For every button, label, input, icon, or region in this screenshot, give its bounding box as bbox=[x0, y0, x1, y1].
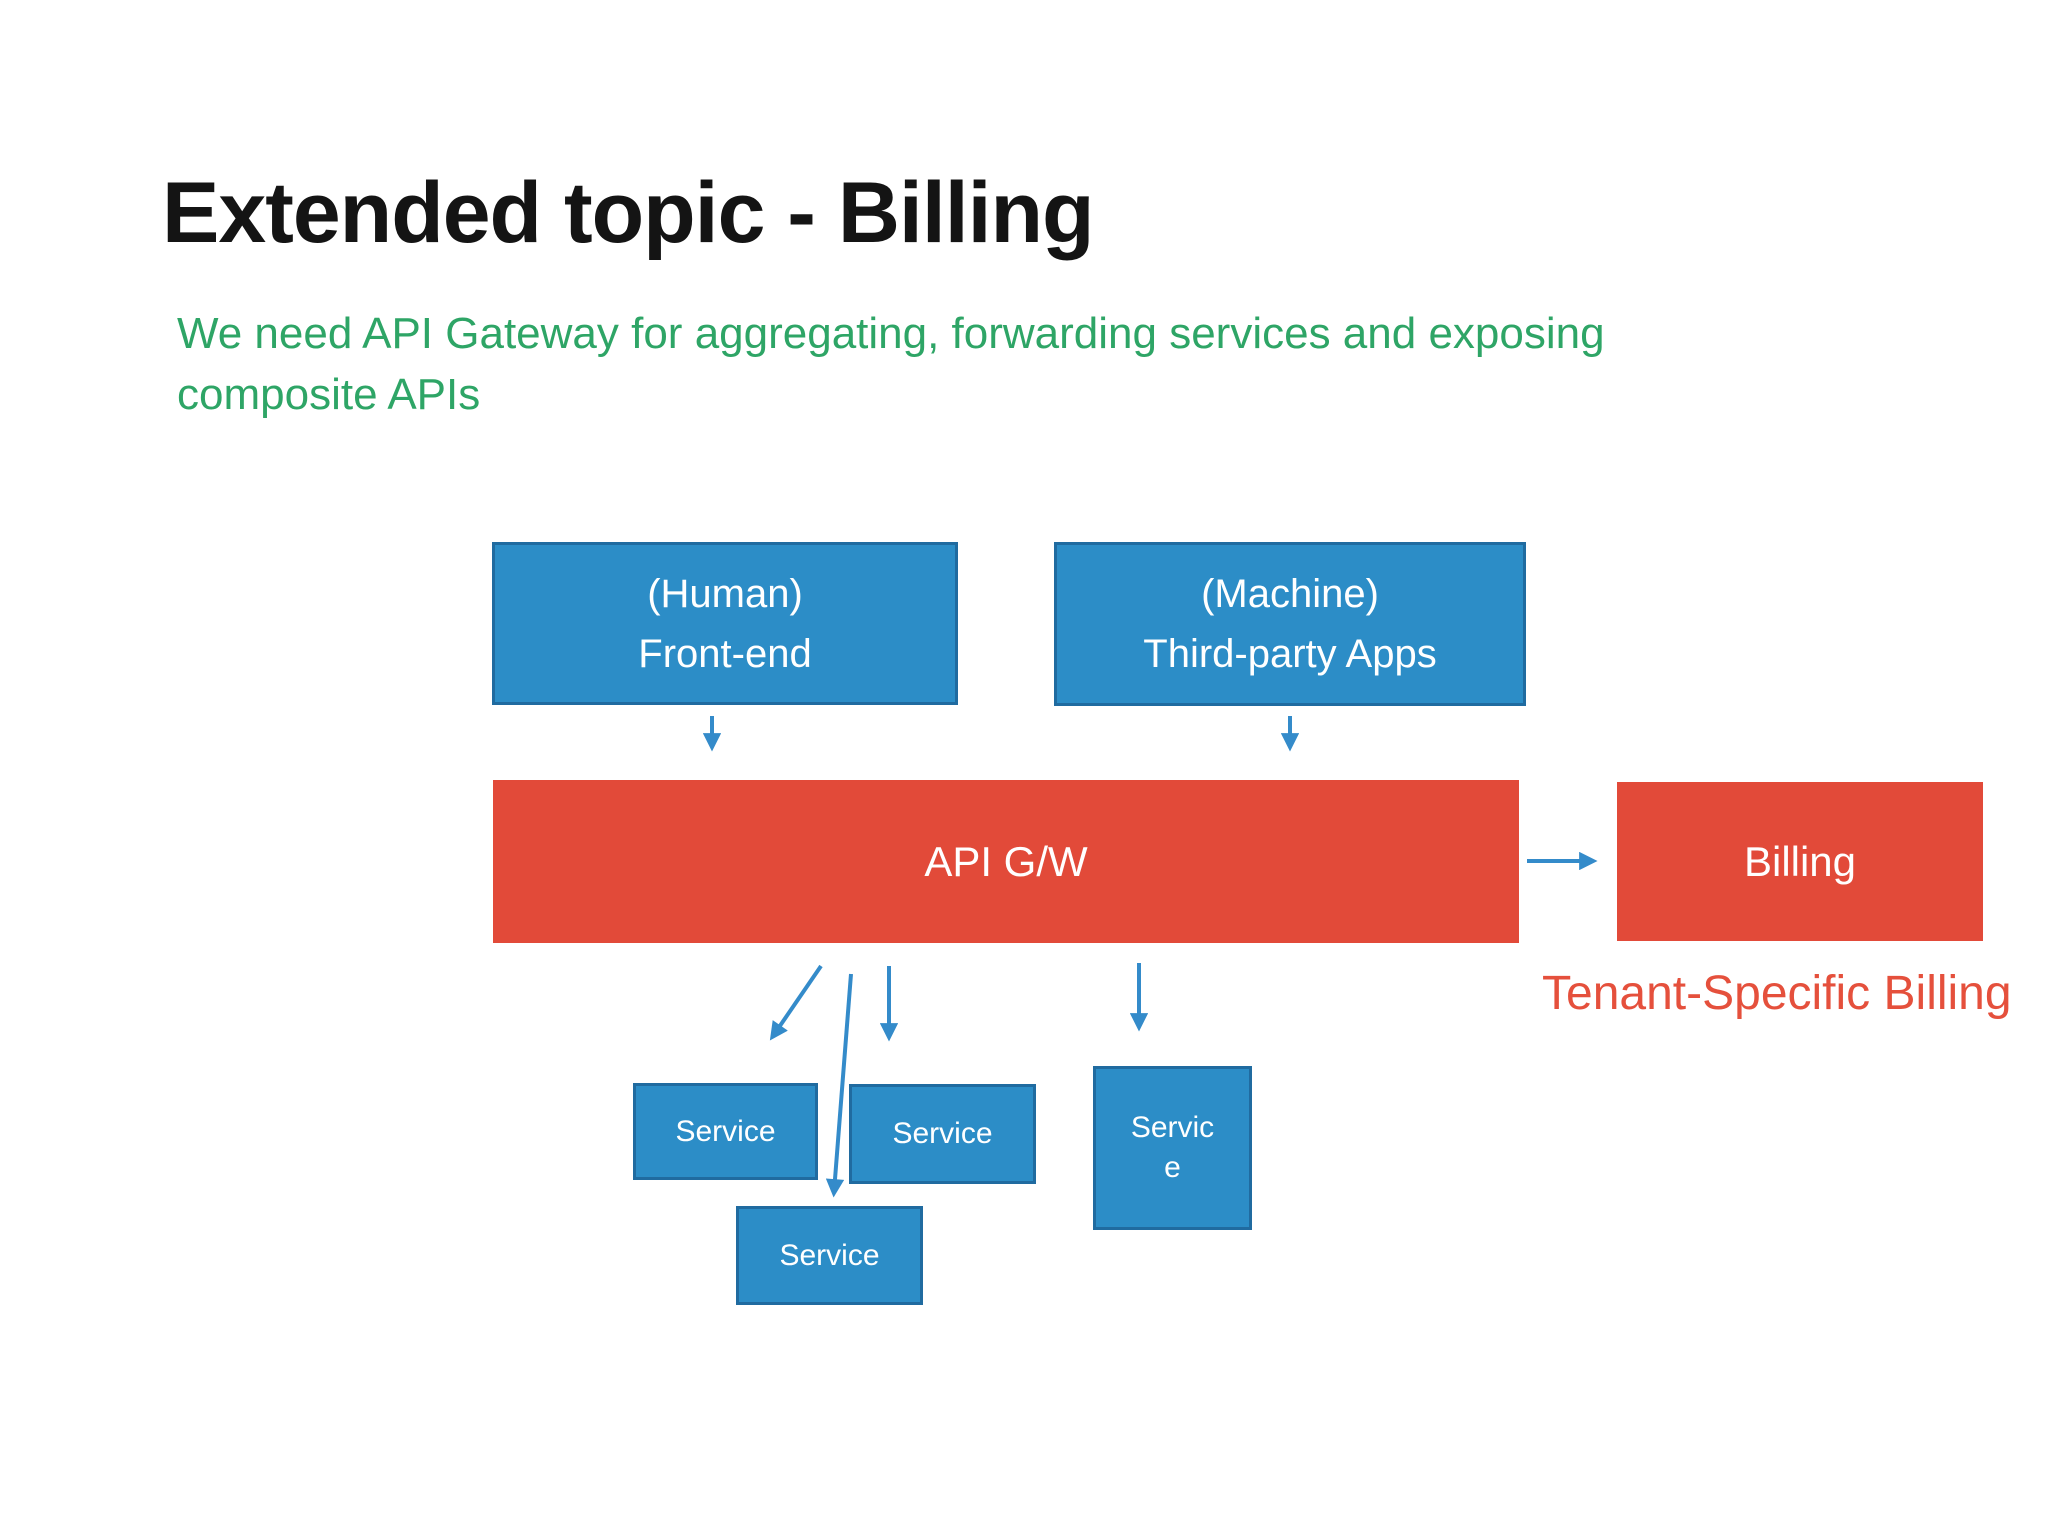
node-machine-thirdparty: (Machine) Third-party Apps bbox=[1054, 542, 1526, 706]
subtitle: We need API Gateway for aggregating, for… bbox=[177, 303, 1605, 425]
node-machine-thirdparty-line-2: Third-party Apps bbox=[1143, 632, 1437, 676]
node-service-1: Service bbox=[633, 1083, 818, 1180]
node-service-1-label: Service bbox=[675, 1114, 776, 1148]
node-service-4-label: Service bbox=[779, 1238, 880, 1272]
tenant-specific-billing-label: Tenant-Specific Billing bbox=[1542, 967, 2012, 1020]
node-service-2: Service bbox=[849, 1084, 1036, 1184]
subtitle-line-2: composite APIs bbox=[177, 370, 481, 419]
node-service-3: Servic e bbox=[1093, 1066, 1252, 1230]
node-billing: Billing bbox=[1617, 782, 1983, 941]
node-service-2-label: Service bbox=[892, 1117, 993, 1150]
node-human-frontend: (Human) Front-end bbox=[492, 542, 958, 705]
node-api-gateway-label: API G/W bbox=[924, 837, 1088, 885]
node-human-frontend-line-1: (Human) bbox=[647, 571, 803, 616]
node-billing-label: Billing bbox=[1743, 837, 1857, 885]
arrow-gateway-to-service-1 bbox=[769, 964, 823, 1041]
node-machine-thirdparty-line-1: (Machine) bbox=[1201, 572, 1379, 616]
node-api-gateway: API G/W bbox=[493, 780, 1519, 943]
node-human-frontend-line-2: Front-end bbox=[638, 631, 812, 676]
page-title: Extended topic - Billing bbox=[162, 165, 1095, 261]
node-service-3-label: Servic e bbox=[1130, 1111, 1215, 1184]
node-service-4: Service bbox=[736, 1206, 923, 1305]
subtitle-line-1: We need API Gateway for aggregating, for… bbox=[177, 309, 1605, 358]
